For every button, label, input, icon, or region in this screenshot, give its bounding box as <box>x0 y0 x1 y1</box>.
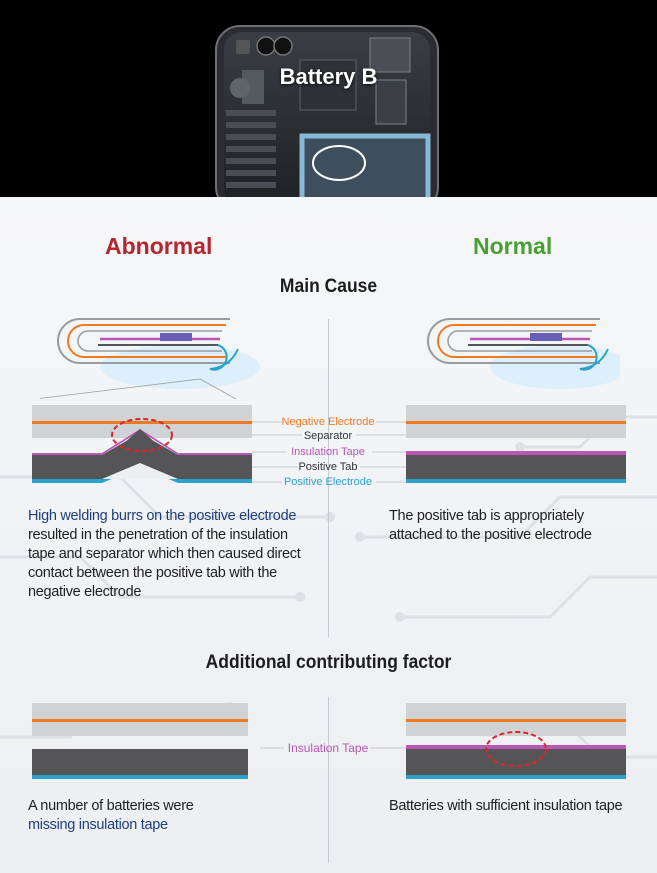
label-positive-electrode: Positive Electrode <box>283 476 373 488</box>
normal-main-description: The positive tab is appropriately attach… <box>389 508 592 543</box>
main-cause-heading: Main Cause <box>279 276 378 297</box>
phone-teardown-image <box>215 25 439 197</box>
additional-factor-heading: Additional contributing factor <box>205 652 452 673</box>
abnormal-additional-layers <box>32 703 248 779</box>
label-positive-tab: Positive Tab <box>298 461 358 473</box>
abnormal-jellyroll-diagram <box>40 318 260 399</box>
battery-title: Battery B <box>279 64 378 89</box>
label-negative-electrode: Negative Electrode <box>281 416 375 428</box>
abnormal-additional-highlight: missing insulation tape <box>28 817 168 833</box>
abnormal-additional-plain: A number of batteries were <box>28 798 194 814</box>
normal-jellyroll-diagram <box>427 318 620 389</box>
additional-label-insulation-tape: Insulation Tape <box>287 741 369 755</box>
label-leader-lines <box>252 421 406 483</box>
abnormal-main-highlight: High welding burrs on the positive elect… <box>28 508 297 524</box>
normal-additional-description: Batteries with sufficient insulation tap… <box>389 798 623 814</box>
abnormal-main-rest: resulted in the penetration of the insul… <box>28 527 301 600</box>
header-banner: Battery B <box>0 0 657 197</box>
abnormal-heading: Abnormal <box>105 233 213 259</box>
normal-additional-layers <box>406 703 626 779</box>
label-separator: Separator <box>303 430 353 442</box>
main-content: Abnormal Normal Main Cause <box>0 197 657 873</box>
normal-heading: Normal <box>473 233 553 259</box>
normal-main-layers <box>406 405 626 483</box>
label-insulation-tape: Insulation Tape <box>291 446 365 458</box>
column-divider-top <box>328 319 329 637</box>
abnormal-main-layers <box>32 405 252 483</box>
abnormal-main-description: High welding burrs on the positive elect… <box>28 507 318 602</box>
additional-leader-lines <box>260 747 406 749</box>
abnormal-additional-description: A number of batteries were missing insul… <box>28 797 288 835</box>
column-divider-bottom <box>328 697 329 863</box>
